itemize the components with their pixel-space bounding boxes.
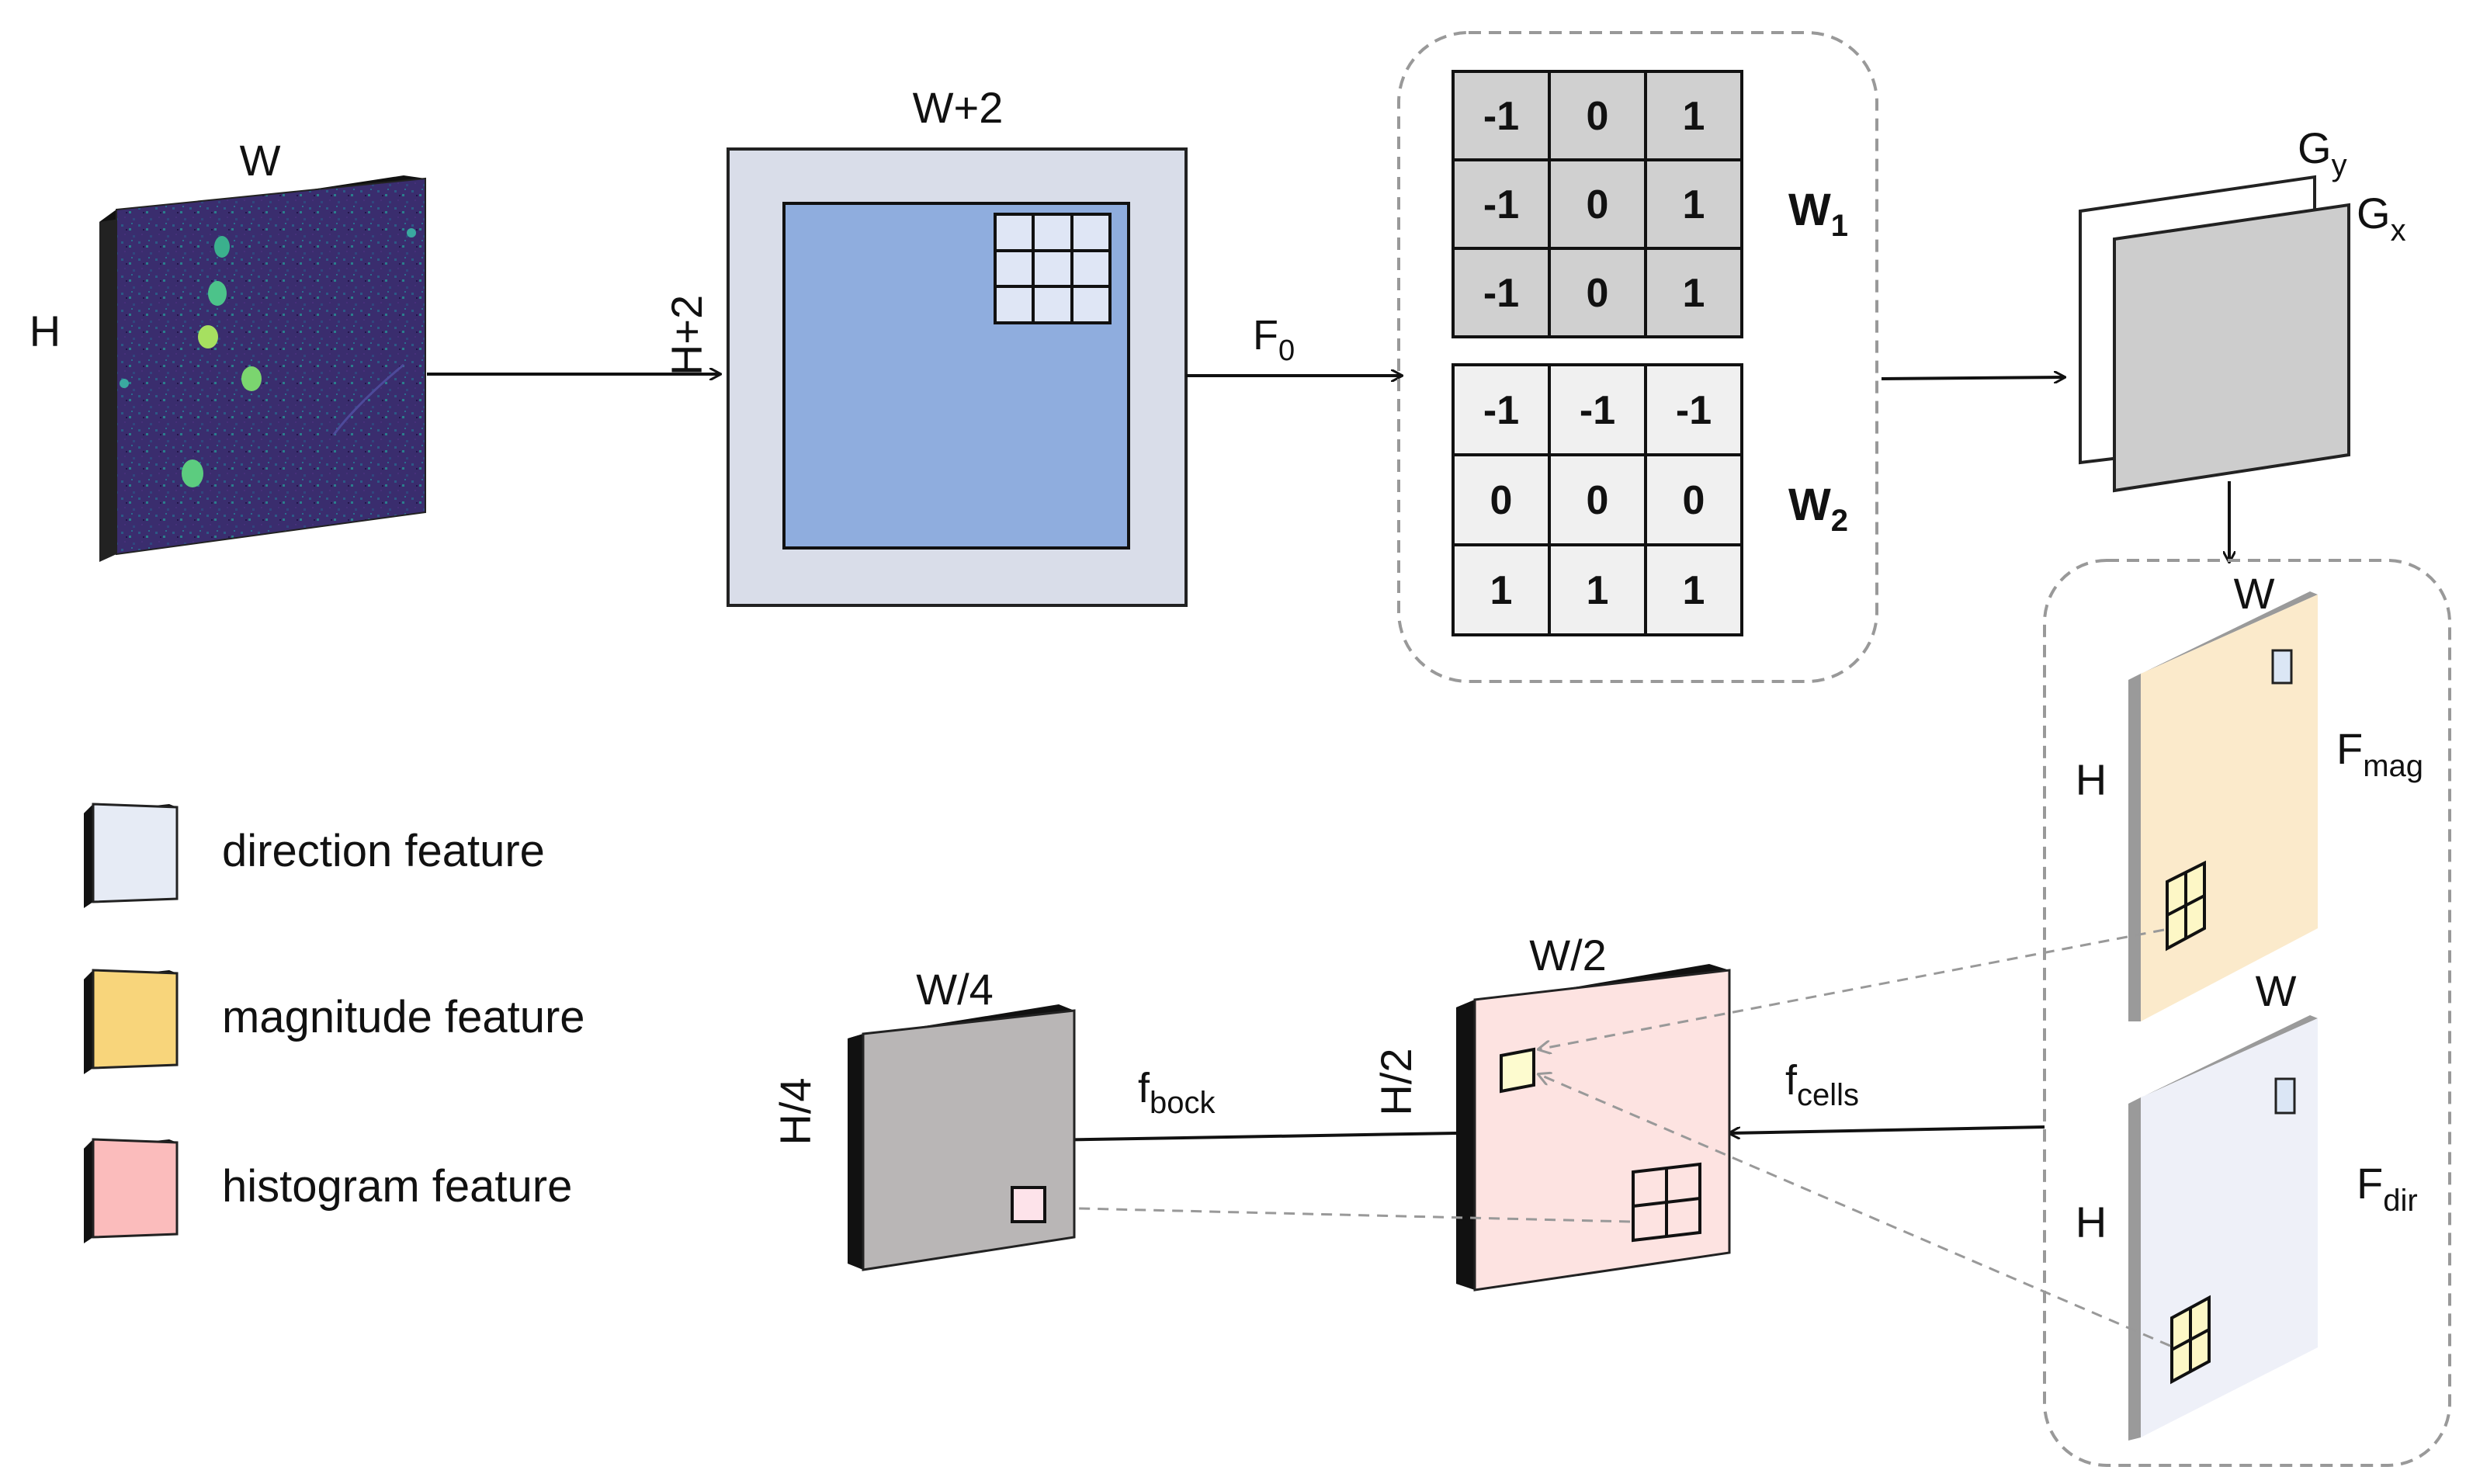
kernel-w1-value: 1 — [1683, 271, 1705, 316]
legend: direction feature magnitude feature histog… — [84, 803, 585, 1243]
input-height-label: H — [29, 307, 61, 355]
kernel-w1-value: -1 — [1483, 271, 1519, 316]
kernel-w2-cell — [1548, 543, 1647, 636]
kernel-w1-cell — [1452, 247, 1551, 338]
arrow-kernels-to-gradients — [1881, 377, 2065, 379]
padded-kernel-window — [994, 213, 1112, 324]
kernel-w2-value: -1 — [1580, 388, 1615, 433]
kernel-w2-value: 0 — [1683, 478, 1705, 523]
kernel-w2-value: 1 — [1587, 568, 1609, 613]
gradient-gx-sheet — [2113, 203, 2350, 493]
f-mag-label: Fmag — [2336, 724, 2423, 783]
kernel-w2-value: 1 — [1683, 568, 1705, 613]
padded-width-label: W+2 — [913, 83, 1004, 132]
padded-height-label: H+2 — [662, 295, 711, 376]
cells-width-label: W/2 — [1529, 931, 1607, 980]
kernel-w1-cell — [1644, 70, 1743, 161]
kernel-w1-cell — [1644, 158, 1743, 250]
cells-map — [1456, 964, 1731, 1292]
legend-swatch — [84, 969, 179, 1074]
legend-swatch — [84, 803, 179, 908]
f-cells-label: fcells — [1785, 1057, 1859, 1112]
dir-height-label: H — [2076, 1198, 2107, 1246]
arrow-cells-to-block — [1000, 1132, 1457, 1141]
f0-label: F0 — [1253, 312, 1295, 367]
arrow-maps-to-cells — [1729, 1125, 2045, 1133]
input-image — [99, 175, 426, 562]
block-height-label: H/4 — [771, 1077, 820, 1145]
kernel-w2-value: 0 — [1490, 478, 1513, 523]
block-map — [848, 1004, 1076, 1271]
kernel-w2-cell — [1644, 453, 1743, 546]
mag-width-label: W — [2234, 569, 2275, 618]
kernel-w2-value: 1 — [1490, 568, 1513, 613]
kernel-w2: -1 -1 -1 0 0 0 1 1 1 — [1452, 363, 1743, 636]
cells-height-label: H/2 — [1372, 1048, 1420, 1115]
kernel-w2-value: -1 — [1483, 388, 1519, 433]
kernel-w1-cell — [1644, 247, 1743, 338]
dashed-link-dir-to-cells — [1538, 1074, 2171, 1347]
dir-width-label: W — [2256, 966, 2297, 1015]
dashed-link-mag-to-cells — [1538, 928, 2165, 1049]
kernel-w1-value: 1 — [1683, 94, 1705, 139]
w2-label: W2 — [1788, 480, 1848, 538]
kernels-group-box — [1397, 31, 1878, 683]
legend-label: direction feature — [222, 826, 545, 876]
kernel-w2-cell — [1644, 543, 1743, 636]
kernel-w2-cell — [1548, 453, 1647, 546]
gy-label: Gy — [2298, 123, 2347, 182]
w1-label: W1 — [1788, 185, 1848, 243]
magnitude-map — [2128, 591, 2318, 1021]
direction-map — [2128, 1015, 2318, 1441]
kernel-w2-cell — [1644, 363, 1743, 456]
kernel-w1-value: -1 — [1483, 182, 1519, 227]
f-bock-label: fbock — [1138, 1065, 1216, 1120]
input-width-label: W — [240, 136, 281, 185]
mag-height-label: H — [2076, 755, 2107, 804]
legend-label: histogram feature — [222, 1161, 572, 1212]
f-dir-label: Fdir — [2357, 1159, 2418, 1218]
legend-label: magnitude feature — [222, 992, 585, 1042]
legend-swatch — [84, 1138, 179, 1243]
gx-label: Gx — [2357, 189, 2406, 248]
dashed-link-cells-to-block — [1048, 1208, 1631, 1223]
kernel-w1-value: 0 — [1587, 182, 1609, 227]
kernel-w1-value: 1 — [1683, 182, 1705, 227]
kernel-w1-value: -1 — [1483, 94, 1519, 139]
kernel-w2-value: 0 — [1587, 478, 1609, 523]
kernel-w1-value: 0 — [1587, 271, 1609, 316]
maps-group-box — [2043, 559, 2451, 1467]
kernel-w1-cell — [1452, 158, 1551, 250]
block-width-label: W/4 — [916, 965, 994, 1014]
kernel-w1-value: 0 — [1587, 94, 1609, 139]
kernel-w1: -1 0 1 -1 0 1 -1 0 1 — [1452, 70, 1743, 338]
kernel-w1-cell — [1452, 70, 1551, 161]
kernel-w2-value: -1 — [1676, 388, 1712, 433]
